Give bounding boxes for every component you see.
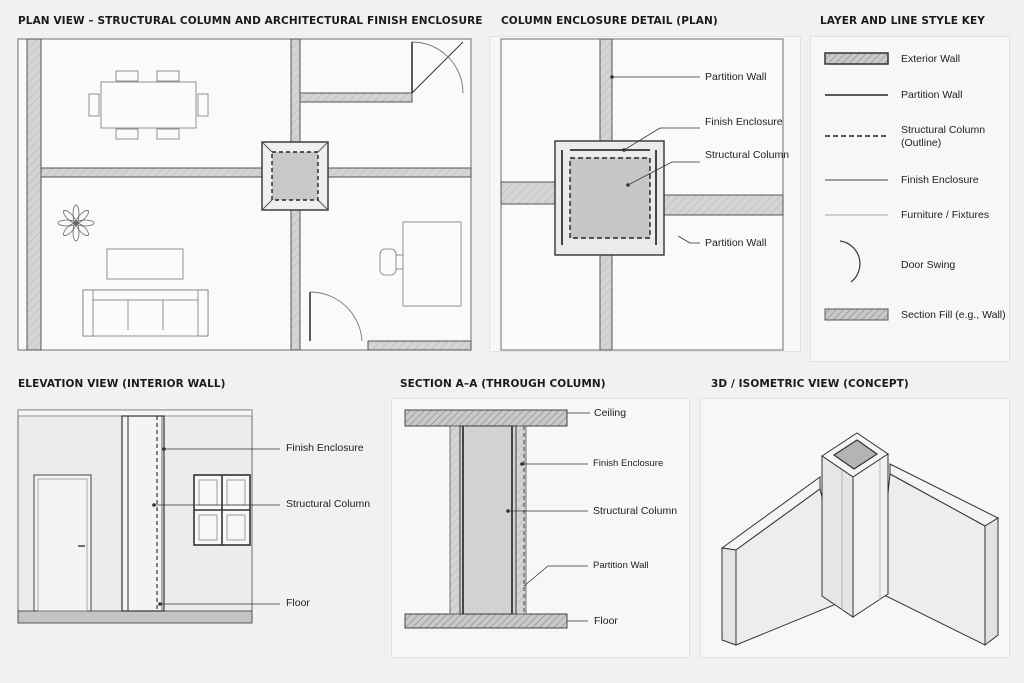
plan-partition-h-right	[327, 167, 472, 178]
plan-structural-column	[271, 151, 319, 201]
detail-structural-column	[569, 157, 651, 239]
elevation-floor	[17, 610, 253, 624]
plan-exterior-wall	[26, 38, 42, 351]
plan-coffee-table	[106, 248, 184, 280]
key-label-structural-column: Structural Column (Outline)	[901, 124, 986, 149]
key-swatch-exterior-wall	[824, 52, 889, 65]
detail-partition-top	[599, 38, 613, 142]
detail-partition-left	[500, 181, 556, 205]
elevation-view-title: ELEVATION VIEW (INTERIOR WALL)	[18, 378, 226, 390]
detail-view-title: COLUMN ENCLOSURE DETAIL (PLAN)	[501, 15, 718, 27]
key-title: LAYER AND LINE STYLE KEY	[820, 15, 985, 27]
section-label-column: Structural Column	[593, 505, 678, 517]
plan-partition-bottom	[367, 340, 472, 351]
elevation-label-column: Structural Column	[286, 498, 371, 510]
iso-view-title: 3D / ISOMETRIC VIEW (CONCEPT)	[711, 378, 909, 390]
section-structural-column	[459, 425, 517, 615]
iso-view	[720, 432, 1000, 647]
plan-view	[17, 38, 472, 351]
elevation-label-finish: Finish Enclosure	[286, 442, 364, 454]
plan-partition-h-left	[40, 167, 263, 178]
detail-view	[500, 38, 784, 351]
key-label-section-fill: Section Fill (e.g., Wall)	[901, 309, 1006, 321]
plan-partition-v-top	[290, 38, 301, 143]
plan-desk	[379, 221, 462, 307]
plan-sofa	[82, 289, 209, 337]
plant-icon	[57, 204, 95, 242]
section-view	[404, 409, 590, 629]
plan-door-top	[411, 41, 464, 94]
key-swatches	[824, 52, 889, 321]
section-ceiling	[404, 409, 568, 427]
section-label-partition: Partition Wall	[593, 560, 649, 571]
detail-label-finish: Finish Enclosure	[705, 116, 783, 128]
key-panel	[810, 36, 1010, 362]
plan-door-bottom	[309, 291, 363, 342]
door-swing-icon	[839, 240, 861, 283]
section-label-floor: Floor	[594, 615, 618, 627]
elevation-view	[17, 409, 280, 624]
section-label-ceiling: Ceiling	[594, 407, 627, 419]
key-label-partition-wall: Partition Wall	[901, 89, 963, 101]
key-label-furniture: Furniture / Fixtures	[901, 209, 990, 221]
iso-structural-column	[832, 439, 879, 470]
detail-label-column: Structural Column	[705, 149, 790, 161]
detail-label-partition-bottom: Partition Wall	[705, 237, 767, 249]
iso-column-left-face	[821, 455, 854, 618]
section-label-finish: Finish Enclosure	[593, 458, 664, 469]
plan-partition-v-bottom	[290, 209, 301, 351]
elevation-door	[33, 474, 92, 612]
elevation-label-floor: Floor	[286, 597, 310, 609]
section-partition-left	[449, 425, 461, 615]
plan-dining-table	[88, 70, 209, 140]
key-label-door-swing: Door Swing	[901, 259, 956, 271]
iso-column-right-face	[852, 453, 889, 618]
key-label-exterior-wall: Exterior Wall	[901, 53, 961, 65]
plan-view-title: PLAN VIEW – STRUCTURAL COLUMN AND ARCHIT…	[18, 15, 483, 27]
plan-partition-small	[299, 92, 413, 103]
detail-label-partition-top: Partition Wall	[705, 71, 767, 83]
section-floor	[404, 613, 568, 629]
detail-partition-bottom	[599, 254, 613, 351]
elevation-window	[193, 474, 251, 546]
detail-partition-right	[663, 194, 784, 216]
key-swatch-section-fill	[824, 308, 889, 321]
key-label-finish-enclosure: Finish Enclosure	[901, 174, 979, 186]
section-view-title: SECTION A–A (THROUGH COLUMN)	[400, 378, 606, 390]
